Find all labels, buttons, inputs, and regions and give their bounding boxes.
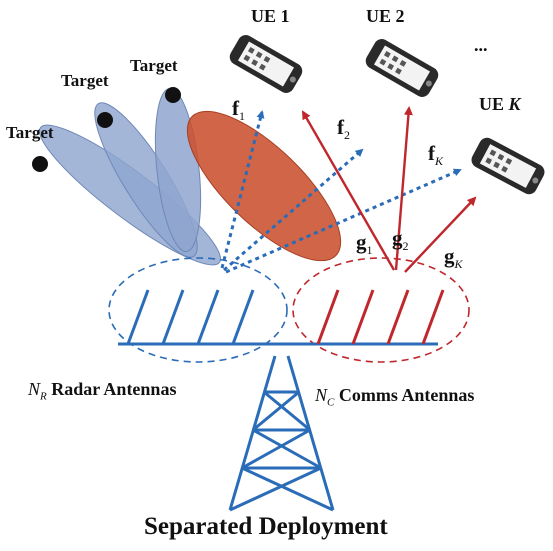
radar-beam-fK xyxy=(225,168,462,274)
radar-beam-f2 xyxy=(223,148,364,272)
channel-label-g1-sub: 1 xyxy=(366,243,373,258)
channel-label-g1: g1 xyxy=(356,230,373,258)
beam-label-f2: f2 xyxy=(337,115,350,143)
comms-interference-lobe xyxy=(186,110,342,262)
beam-label-f2-base: f xyxy=(337,115,344,139)
targets xyxy=(32,87,181,172)
beam-label-fK-sub: K xyxy=(435,154,444,169)
comms-channel-g1 xyxy=(301,110,396,271)
ue-k-phone xyxy=(471,137,545,195)
base-station-tower xyxy=(228,355,335,512)
radar-antennas-symbol-sub: R xyxy=(40,390,47,403)
diagram-caption: Separated Deployment xyxy=(144,513,388,540)
channel-label-g2-base: g xyxy=(392,226,403,250)
beam-label-fK-base: f xyxy=(428,141,435,165)
radar-antennas-caption: NR Radar Antennas xyxy=(28,380,176,403)
radar-beams xyxy=(220,110,462,274)
comms-array-group xyxy=(292,257,470,363)
ellipsis-label: ... xyxy=(474,35,488,55)
channel-label-gK: gK xyxy=(444,244,463,272)
radar-antennas-symbol: N xyxy=(28,379,41,399)
target-dot-2 xyxy=(97,112,113,128)
ue-1-label: UE 1 xyxy=(251,6,290,26)
ue-2-label: UE 2 xyxy=(366,6,405,26)
beam-label-f1-base: f xyxy=(232,96,239,120)
target-dot-1 xyxy=(32,156,48,172)
beam-label-f1-sub: 1 xyxy=(239,109,245,124)
beam-label-f2-sub: 2 xyxy=(344,128,350,143)
ue-k-label-index: K xyxy=(508,94,521,114)
comms-channel-g2 xyxy=(394,106,413,271)
target-label-2: Target xyxy=(61,71,109,90)
comms-channel-gK xyxy=(404,196,477,273)
target-label-3: Target xyxy=(130,56,178,75)
beam-label-fK: fK xyxy=(428,141,444,169)
comms-antennas-symbol-sub: C xyxy=(327,396,335,409)
radar-antenna-array xyxy=(118,289,290,346)
target-dot-3 xyxy=(165,87,181,103)
channel-label-gK-base: g xyxy=(444,244,455,268)
ue-k-label: UE K xyxy=(479,95,521,113)
comms-antennas-text: Comms Antennas xyxy=(338,385,475,405)
channel-label-gK-sub: K xyxy=(454,257,463,272)
radar-antennas-text: Radar Antennas xyxy=(51,379,177,399)
beam-label-f1: f1 xyxy=(232,96,245,124)
target-label-1: Target xyxy=(6,123,54,142)
ue-2-phone xyxy=(365,39,439,97)
channel-label-g2: g2 xyxy=(392,226,409,254)
channel-label-g1-base: g xyxy=(356,230,367,254)
watermark: 知乎 @Joseph Xu xyxy=(433,525,538,540)
ue-1-phone xyxy=(229,35,303,93)
radar-array-group xyxy=(108,257,288,363)
comms-channels xyxy=(301,106,477,273)
comms-antennas-caption: NC Comms Antennas xyxy=(315,386,474,409)
radar-beam-f1 xyxy=(220,110,265,269)
channel-label-g2-sub: 2 xyxy=(402,239,409,254)
ue-k-label-text: UE xyxy=(479,94,505,114)
comms-antennas-symbol: N xyxy=(315,385,328,405)
comms-antenna-array xyxy=(290,289,445,346)
